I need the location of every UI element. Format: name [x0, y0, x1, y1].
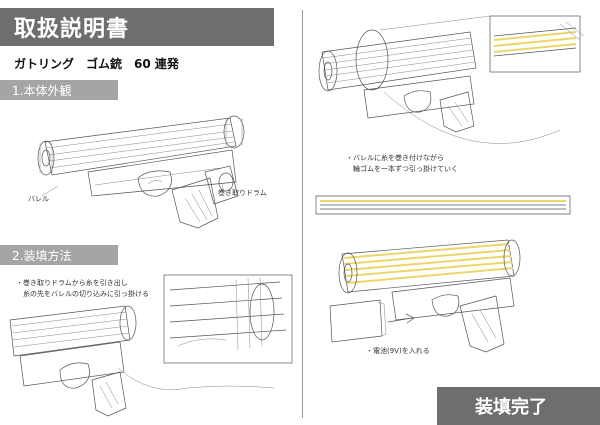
section-exterior-header: 1.本体外観: [0, 80, 118, 100]
band-winding-illustration: [315, 15, 585, 215]
complete-banner: 装填完了: [437, 387, 600, 425]
section-exterior-label: 1.本体外観: [12, 84, 72, 98]
drum-callout: 巻き取りドラム: [218, 189, 267, 197]
step-thread-note: ・巻き取りドラムから糸を引き出し 糸の先をバレルの切り込みに引っ掛ける: [16, 279, 149, 298]
product-name: ガトリング ゴム銃 60 連発: [14, 57, 179, 71]
title-bar: 取扱説明書: [0, 8, 274, 46]
loaded-gun-illustration: [329, 239, 521, 353]
page-title: 取扱説明書: [14, 17, 130, 42]
gun-exterior-illustration: [37, 115, 245, 229]
step-band-note: ・バレルに糸を巻き付けながら 輪ゴムを一本ずつ引っ掛けていく: [346, 154, 458, 173]
step-battery-note: ・電池(9V)を入れる: [366, 347, 430, 355]
barrel-callout: バレル: [28, 195, 49, 203]
thread-hook-illustration: [9, 274, 293, 417]
section-loading-header: 2.装填方法: [0, 245, 118, 265]
complete-label: 装填完了: [475, 397, 547, 418]
section-loading-label: 2.装填方法: [12, 249, 72, 263]
column-divider: [302, 10, 303, 418]
